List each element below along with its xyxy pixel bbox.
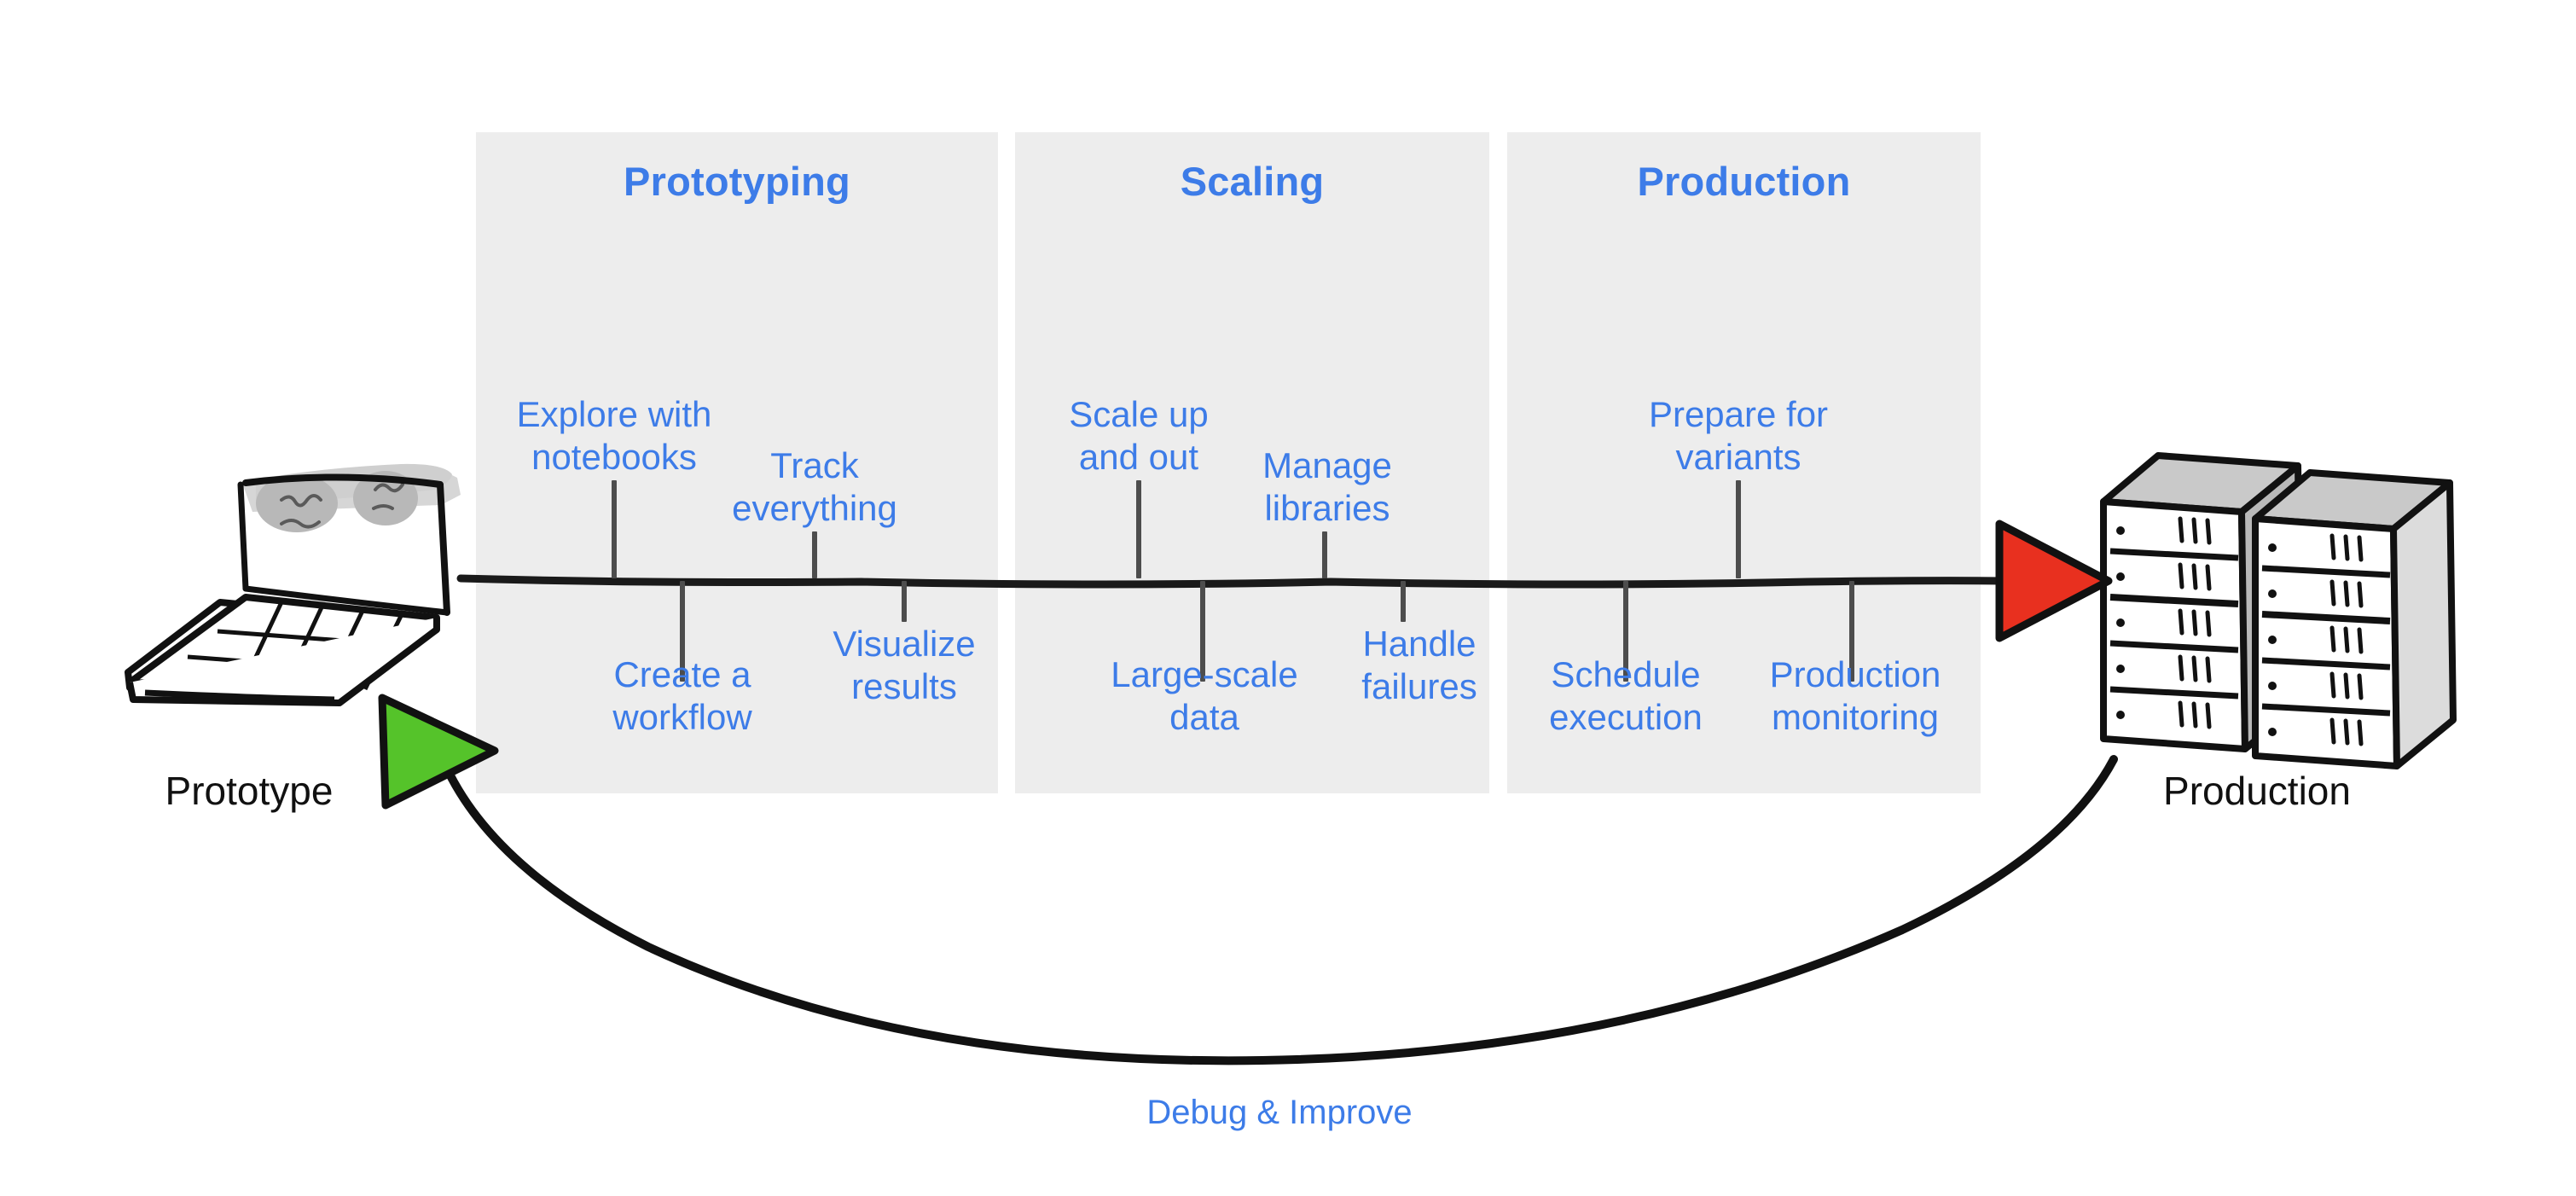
tick-create-a-workflow <box>680 581 685 682</box>
endpoint-label-prototype: Prototype <box>165 769 334 813</box>
tick-handle-failures <box>1401 581 1406 622</box>
phase-panel-production: Production <box>1507 132 1981 793</box>
milestone-production-monitoring: Production monitoring <box>1769 654 1941 737</box>
milestone-scale-up-and-out: Scale up and out <box>1069 393 1209 477</box>
milestone-track-everything: Track everything <box>732 444 897 528</box>
milestone-prepare-for-variants: Prepare for variants <box>1648 393 1829 477</box>
tick-schedule-execution <box>1623 581 1628 682</box>
tick-production-monitoring <box>1849 581 1854 682</box>
milestone-create-a-workflow: Create a workflow <box>612 654 752 737</box>
endpoint-label-production: Production <box>2163 769 2351 813</box>
milestone-large-scale-data: Large-scale data <box>1111 654 1298 737</box>
milestone-schedule-execution: Schedule execution <box>1549 654 1703 737</box>
tick-large-scale-data <box>1200 581 1205 682</box>
tick-track-everything <box>812 531 817 578</box>
red-arrow-head <box>1995 520 2113 642</box>
tick-scale-up-and-out <box>1136 480 1141 578</box>
phase-panel-prototyping: Prototyping <box>476 132 998 793</box>
milestone-explore-with-notebooks: Explore with notebooks <box>516 393 712 477</box>
milestone-manage-libraries: Manage libraries <box>1262 444 1392 528</box>
tick-manage-libraries <box>1322 531 1327 578</box>
phase-title-prototyping: Prototyping <box>624 159 850 204</box>
tick-prepare-for-variants <box>1736 480 1741 578</box>
tick-explore-with-notebooks <box>612 480 617 578</box>
feedback-loop-label: Debug & Improve <box>1146 1094 1413 1131</box>
laptop-icon <box>125 463 461 706</box>
milestone-visualize-results: Visualize results <box>833 624 976 706</box>
milestone-handle-failures: Handle failures <box>1361 624 1477 706</box>
tick-visualize-results <box>902 581 907 622</box>
server-racks-icon <box>2100 452 2457 769</box>
phase-title-production: Production <box>1637 159 1851 204</box>
phase-panel-scaling: Scaling <box>1015 132 1489 793</box>
phase-title-scaling: Scaling <box>1180 159 1325 204</box>
